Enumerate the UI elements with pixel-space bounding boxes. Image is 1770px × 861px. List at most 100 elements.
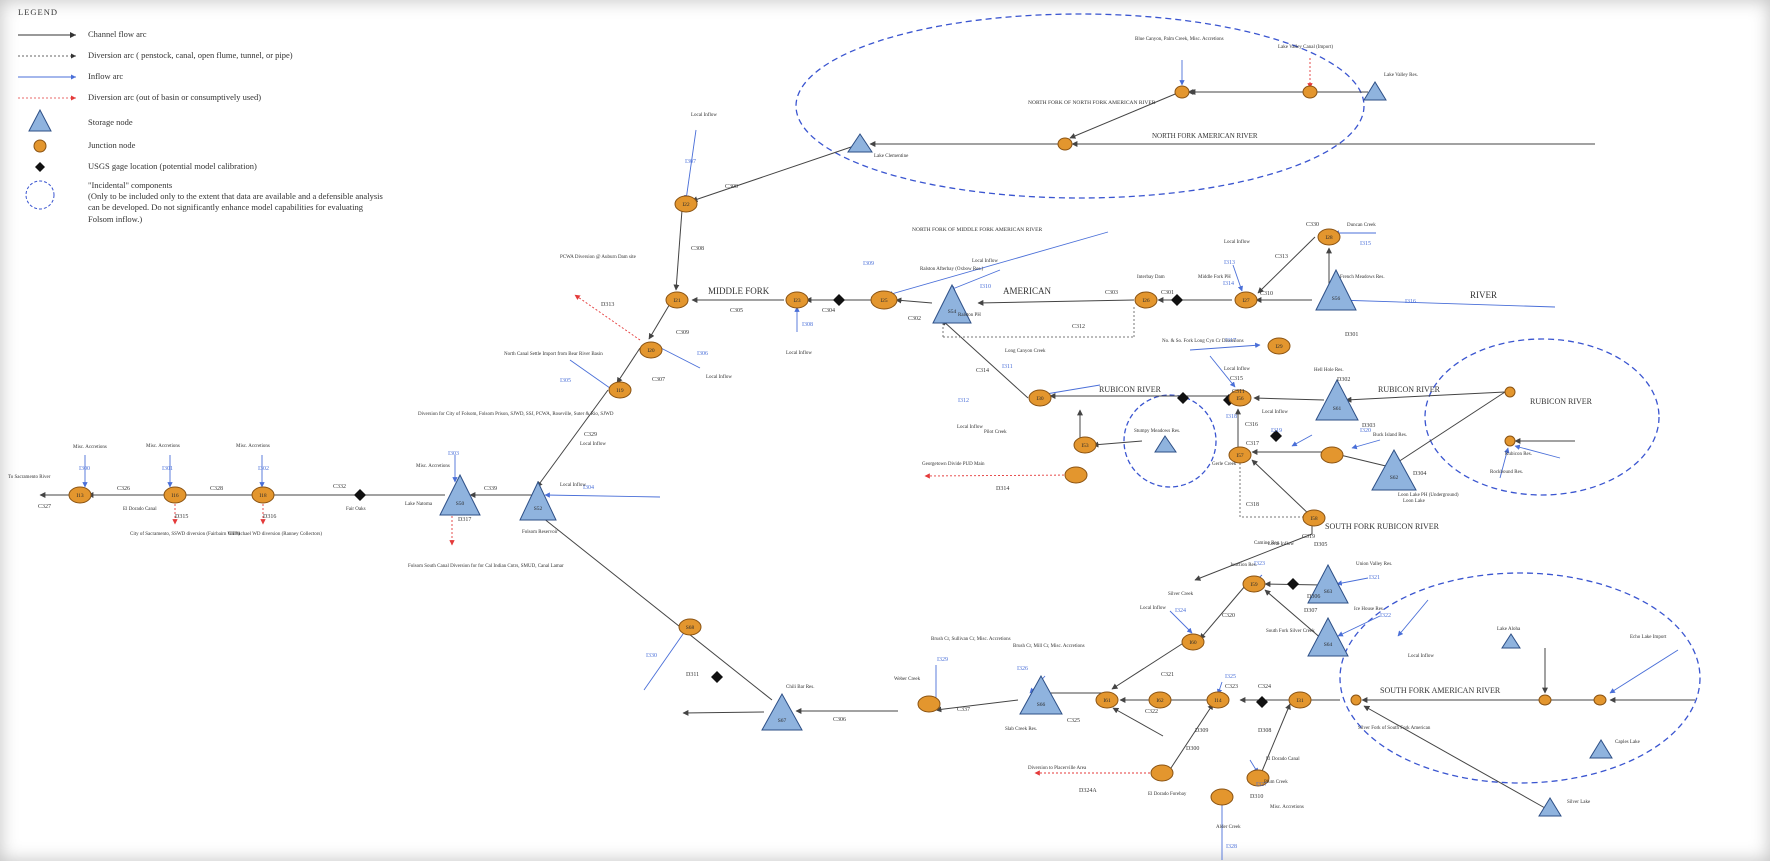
node-label: I27: [1242, 298, 1250, 304]
legend-storage-label: Storage node: [88, 116, 133, 127]
arc-label: C315: [1230, 376, 1243, 382]
junction-node: [1228, 389, 1252, 407]
arc-label: D305: [1314, 542, 1327, 548]
region-north-fork: [795, 13, 1365, 199]
arc-label: C312: [1072, 324, 1085, 330]
annotation: Caples Lake: [1615, 740, 1641, 745]
arc-label: D311: [686, 672, 699, 678]
arc-label: C306: [833, 717, 846, 723]
annotation: Gerle Creek: [1212, 462, 1237, 467]
inflow-label: I313: [1224, 260, 1235, 266]
junction-node: [1150, 764, 1174, 782]
junction-node: [1538, 694, 1552, 706]
node-label: I29: [1275, 344, 1283, 350]
legend-gage-label: USGS gage location (potential model cali…: [88, 160, 257, 171]
junction-node: [785, 291, 809, 309]
gage-diamond-icon: [354, 489, 366, 501]
annotation: Misc. Accretions: [416, 464, 450, 469]
annotation: Silver Fork of South Fork American: [1358, 726, 1431, 731]
legend-incidental: "Incidental" components (Only to be incl…: [18, 178, 383, 224]
junction-node: [1210, 788, 1234, 806]
junction-node: [1504, 435, 1516, 447]
inflow-label: I328: [1226, 844, 1237, 850]
inflow-label: I316: [1405, 299, 1416, 305]
river-label: SOUTH FORK AMERICAN RIVER: [1380, 686, 1501, 695]
node-label: I23: [793, 298, 801, 304]
junction-node: [639, 341, 663, 359]
legend-incidental-label: "Incidental" components: [88, 179, 173, 190]
region-south-fork: [1339, 572, 1701, 784]
river-labels: MIDDLE FORK AMERICAN RIVER RUBICON RIVER…: [708, 100, 1593, 695]
inflow-label: I321: [1369, 575, 1380, 581]
annotation: Rockbound Res.: [1490, 470, 1523, 475]
annotation: Lake Aloha: [1497, 627, 1521, 632]
arc-label: C308: [691, 246, 704, 252]
french-meadows-node: [1315, 268, 1357, 311]
node-label: S63: [1324, 589, 1333, 595]
arc-label: D316: [263, 514, 276, 520]
junction-node: [870, 290, 898, 310]
arc-label: D308: [1258, 728, 1271, 734]
annotation: Loon Lake: [1403, 499, 1426, 504]
region-rubicon: [1424, 338, 1660, 496]
hell-hole-node: [1315, 378, 1359, 421]
node-id-labels: I13 I16 I18 S50 S52 I19 I20 I21 I22 I23 …: [76, 202, 1398, 724]
junction-node: [1148, 691, 1172, 709]
inflow-label: I327: [1256, 782, 1267, 788]
inflow-label: I305: [560, 378, 571, 384]
arc-label: C307: [652, 377, 665, 383]
junction-node: [1246, 769, 1270, 787]
annotation: Junction Res.: [1230, 563, 1257, 568]
node-label: S64: [1324, 642, 1333, 648]
junction-node-icon: [33, 139, 47, 152]
arc-label: C318: [1246, 502, 1259, 508]
annotation: Local Inflow: [560, 483, 586, 488]
inflow-arcs: [82, 60, 1679, 860]
annotation: Lake Valley Res.: [1384, 73, 1418, 78]
annotation: Local Inflow: [580, 442, 606, 447]
annotation: Local Inflow: [1140, 606, 1166, 611]
annotation: Ralston PH: [958, 313, 981, 318]
arc-label: D301: [1345, 332, 1358, 338]
annotation: Slab Creek Res.: [1005, 727, 1037, 732]
annotation: No. & So. Fork Long Cyn Cr Diversions: [1162, 339, 1244, 344]
legend-out: Diversion arc (out of basin or consumpti…: [18, 88, 261, 109]
annotation: Buck Island Res.: [1373, 433, 1407, 438]
lake-natoma-node: [439, 473, 481, 516]
node-label: S50: [456, 501, 465, 507]
gage-diamond-icon: [1177, 392, 1189, 404]
arc-label: C301: [1161, 290, 1174, 296]
node-label: S62: [1390, 475, 1399, 481]
inflow-label: I318: [1226, 414, 1237, 420]
node-label: I18: [259, 493, 267, 499]
junction-node: [1095, 691, 1119, 709]
junction-node: [1181, 633, 1205, 651]
junction-node: [1350, 694, 1362, 706]
annotation: Fair Oaks: [346, 507, 366, 512]
node-label: I14: [1214, 698, 1222, 704]
arc-label: C322: [1145, 709, 1158, 715]
loon-lake-node: [1371, 448, 1417, 491]
junction-node: [1302, 509, 1326, 527]
inflow-label: I308: [802, 322, 813, 328]
node-label: I30: [1036, 396, 1044, 402]
annotation: Ralston Afterbay (Oxbow Res.): [920, 267, 984, 272]
annotation: El Dorado Forebay: [1148, 792, 1187, 797]
gage-diamond-icon: [35, 161, 45, 172]
annotation: Misc. Accretions: [1270, 805, 1304, 810]
annotation: Interbay Dam: [1137, 275, 1165, 280]
annotation: Local Inflow: [1224, 367, 1250, 372]
arc-label: D307: [1304, 608, 1317, 614]
junction-node: [163, 486, 187, 504]
node-label: I31: [1296, 698, 1304, 704]
arc-label: C309: [676, 330, 689, 336]
node-label: S67: [778, 718, 787, 724]
arc-label: C300: [725, 184, 738, 190]
legend-out-label: Diversion arc (out of basin or consumpti…: [88, 91, 262, 102]
arc-label: D324A: [1079, 788, 1097, 794]
inflow-label: I326: [1017, 666, 1028, 672]
node-label: I16: [171, 493, 179, 499]
annotation: Weber Creek: [894, 677, 921, 682]
arc-label: C332: [333, 484, 346, 490]
legend-title: LEGEND: [18, 7, 58, 17]
